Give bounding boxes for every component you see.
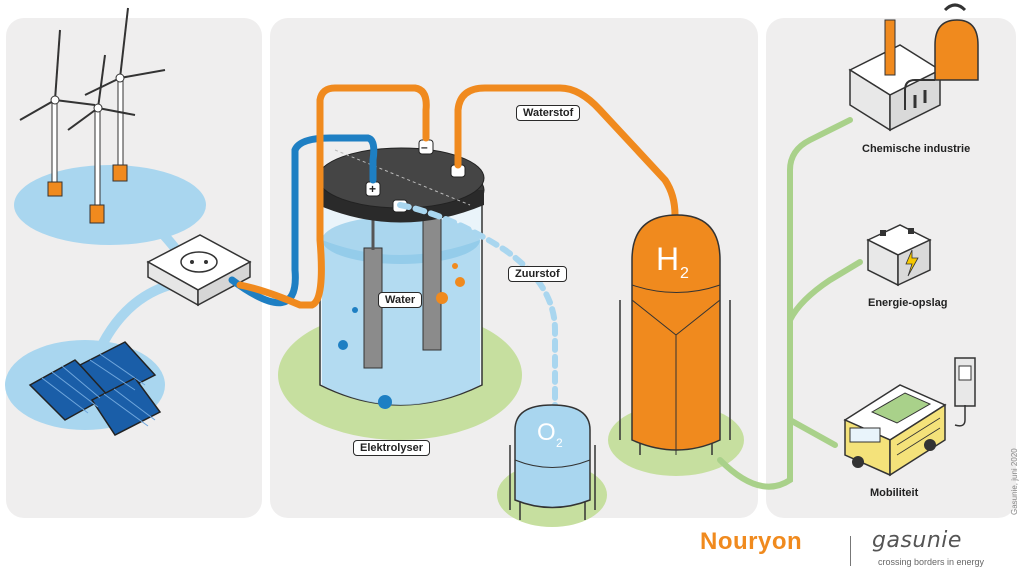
hydrogen-pipe: [454, 84, 679, 219]
h2-tank: [619, 214, 731, 455]
wind-turbine-3: [67, 54, 136, 224]
sea-area: [14, 165, 206, 245]
chemical-industry-icon: [848, 3, 979, 132]
blue-power-line: [228, 134, 378, 307]
gasunie-tagline: crossing borders in energy: [878, 557, 985, 567]
minus-terminal-mark: –: [421, 140, 428, 154]
bus-icon: [843, 357, 976, 477]
solar-to-converter-line: [90, 280, 172, 362]
label-water: Water: [378, 292, 423, 308]
label-waterstof: Waterstof: [516, 105, 581, 121]
distribution-line-storage: [787, 259, 863, 323]
plus-terminal-mark: +: [369, 182, 376, 196]
caption-energie-opslag: Energie-opslag: [868, 297, 948, 309]
h2-symbol: H: [656, 241, 679, 277]
brand-separator: [850, 536, 851, 566]
o2-symbol: O: [537, 419, 556, 446]
electrolyser-tank: [317, 139, 485, 409]
orange-power-line: [236, 84, 430, 309]
label-zuurstof: Zuurstof: [508, 266, 567, 282]
h2-subscript: 2: [680, 265, 689, 282]
battery-icon: [866, 224, 932, 287]
nouryon-logo: Nouryon: [700, 528, 803, 555]
distribution-line-mobility: [787, 417, 838, 448]
wind-turbine-1: [19, 29, 96, 197]
o2-subscript: 2: [556, 436, 563, 450]
caption-mobiliteit: Mobiliteit: [870, 487, 919, 499]
distribution-line-trunk: [717, 117, 853, 490]
credit-text: Gasunie, juni 2020: [1010, 448, 1019, 515]
solar-panels: [28, 341, 162, 436]
o2-tank: [509, 404, 596, 520]
label-elektrolyser: Elektrolyser: [353, 440, 430, 456]
gasunie-logo: gasunie: [872, 528, 962, 553]
oxygen-pipe: [397, 202, 558, 413]
wind-turbine-2: [84, 7, 166, 182]
power-converter: [146, 234, 252, 307]
caption-chemische-industrie: Chemische industrie: [862, 143, 971, 155]
